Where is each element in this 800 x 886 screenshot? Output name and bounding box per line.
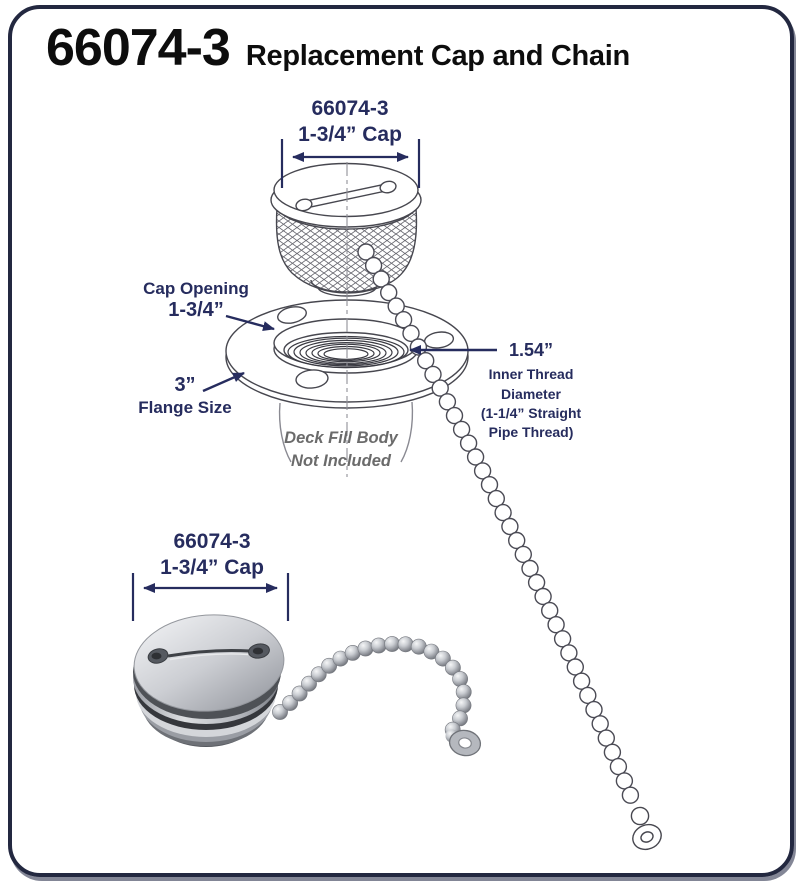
- photo-chain: [272, 636, 472, 738]
- photo-chain-eyelet: [445, 729, 482, 757]
- flange-size-arrow: [202, 371, 245, 393]
- photo-section: [131, 573, 482, 757]
- chain-drawing: [357, 243, 640, 804]
- photo-cap-slot: [147, 643, 270, 664]
- cap-opening-arrow: [225, 314, 275, 331]
- chain-eyelet-drawing: [630, 806, 662, 851]
- deck-fill-neck: [278, 401, 414, 463]
- deck-fill-note: Deck Fill Body Not Included: [284, 429, 398, 470]
- bottom-cap-dimension-label: 66074-3 1-3/4” Cap: [160, 530, 264, 579]
- flange-size-label: 3” Flange Size: [138, 374, 232, 417]
- page-title: 66074-3 Replacement Cap and Chain: [46, 18, 630, 78]
- cap-dimension-arrow: [280, 139, 421, 188]
- top-cap-dimension-label: 66074-3 1-3/4” Cap: [298, 97, 402, 146]
- top-diagram-drawing: [202, 139, 662, 851]
- part-number: 66074-3: [46, 19, 231, 77]
- image-border-frame: [8, 5, 794, 877]
- product-title: Replacement Cap and Chain: [245, 40, 630, 72]
- cap-drawing: [270, 162, 422, 297]
- inner-thread-label: 1.54” Inner Thread Diameter (1-1/4” Stra…: [480, 340, 582, 440]
- cap-opening-label: Cap Opening 1-3/4”: [143, 279, 249, 322]
- photo-dimension-arrow: [131, 573, 290, 621]
- inner-threads: [287, 335, 405, 369]
- flange-bolt-holes: [277, 306, 455, 389]
- photo-cap: [133, 614, 285, 747]
